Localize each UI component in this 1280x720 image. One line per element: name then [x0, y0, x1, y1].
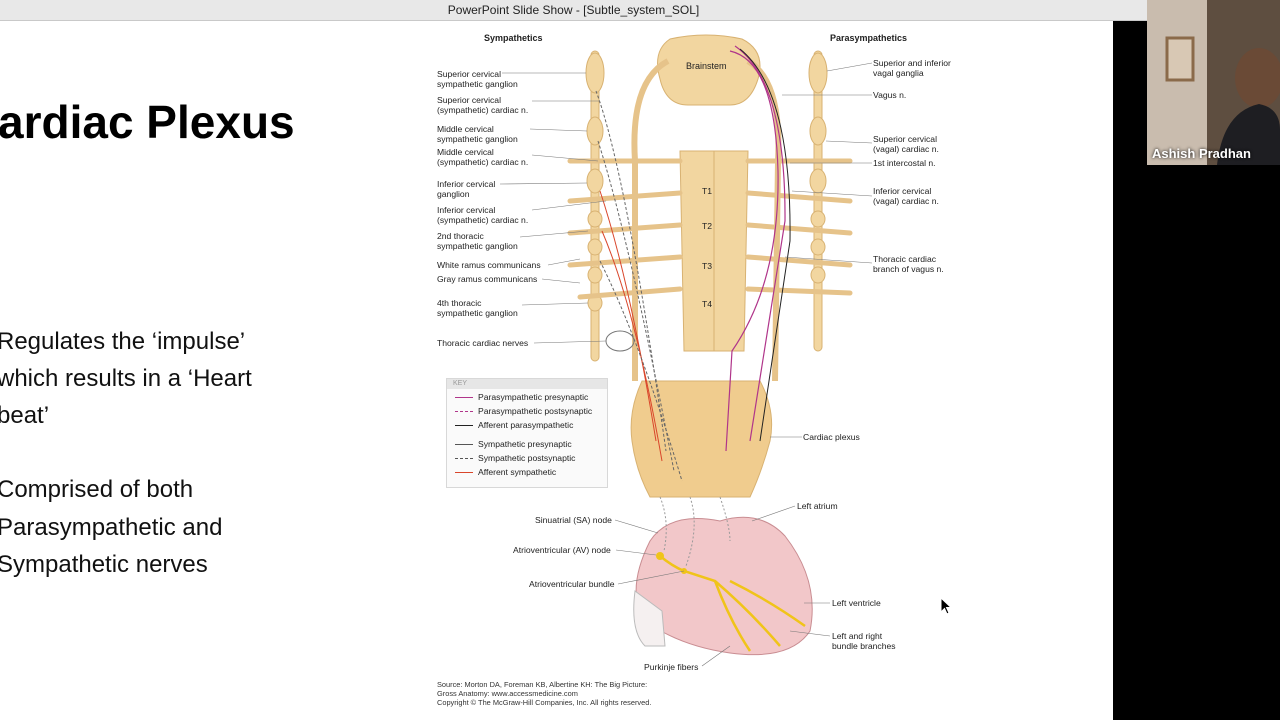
figure-label: Middle cervical(sympathetic) cardiac n. [437, 147, 529, 167]
av-node-label: Atrioventricular (AV) node [513, 545, 611, 555]
anatomy-illustration [499, 34, 873, 667]
figure-label: White ramus communicans [437, 260, 541, 270]
parasympathetics-header: Parasympathetics [830, 33, 908, 43]
av-bundle-label: Atrioventricular bundle [529, 579, 615, 589]
purkinje-label: Purkinje fibers [644, 662, 699, 672]
sympathetics-header: Sympathetics [484, 33, 543, 43]
key-line-swatch [455, 443, 473, 445]
t4-label: T4 [702, 299, 713, 309]
figure-label: Inferior cervical(sympathetic) cardiac n… [437, 205, 529, 225]
participant-video-feed [1147, 0, 1280, 165]
bullet-line: beat’ [0, 402, 50, 429]
key-item: Afferent sympathetic [455, 467, 556, 477]
key-title: KEY [447, 379, 607, 389]
sa-node-label: Sinuatrial (SA) node [535, 515, 612, 525]
t2-label: T2 [702, 221, 713, 231]
slide-canvas[interactable]: ardiac Plexus Regulates the ‘impulse’ wh… [0, 21, 1113, 720]
t1-label: T1 [702, 186, 713, 196]
figure-label: Vagus n. [873, 90, 907, 100]
figure-label: Gray ramus communicans [437, 274, 538, 284]
window-title: PowerPoint Slide Show - [Subtle_system_S… [447, 3, 700, 17]
bullet-line: Parasympathetic and [0, 514, 223, 541]
slide-title: ardiac Plexus [0, 96, 295, 148]
key-item: Sympathetic postsynaptic [455, 453, 575, 463]
figure-label: 1st intercostal n. [873, 158, 936, 168]
left-ventricle-label: Left ventricle [832, 598, 881, 608]
figure-label: Superior cervical(vagal) cardiac n. [873, 134, 939, 154]
figure-source: Source: Morton DA, Foreman KB, Albertine… [437, 680, 652, 707]
bullet-line: Sympathetic nerves [0, 551, 208, 578]
figure-label: Superior cervical(sympathetic) cardiac n… [437, 95, 529, 115]
key-line-swatch [455, 410, 473, 412]
figure-label: Thoracic cardiac nerves [437, 338, 529, 348]
key-line-swatch [455, 424, 473, 426]
left-atrium-label: Left atrium [797, 501, 838, 511]
key-item: Parasympathetic postsynaptic [455, 406, 592, 416]
key-item: Afferent parasympathetic [455, 420, 573, 430]
t3-label: T3 [702, 261, 713, 271]
brainstem-label: Brainstem [686, 61, 727, 71]
participant-video-tile[interactable]: Ashish Pradhan [1147, 0, 1280, 165]
mouse-cursor-icon [940, 596, 953, 621]
key-item: Parasympathetic presynaptic [455, 392, 588, 402]
cardiac-plexus-label: Cardiac plexus [803, 432, 860, 442]
window-titlebar: PowerPoint Slide Show - [Subtle_system_S… [0, 0, 1147, 21]
key-item: Sympathetic presynaptic [455, 439, 572, 449]
key-line-swatch [455, 457, 473, 459]
key-line-swatch [455, 471, 473, 473]
figure-label: Inferior cervical(vagal) cardiac n. [873, 186, 939, 206]
participant-name: Ashish Pradhan [1152, 146, 1251, 161]
key-line-swatch [455, 396, 473, 398]
cardiac-plexus-figure: Sympathetics Parasympathetics Brainstem … [430, 21, 970, 720]
bullet-line: Comprised of both [0, 476, 194, 503]
bullet-line: which results in a ‘Heart [0, 365, 252, 392]
figure-key: KEY Parasympathetic presynaptic Parasymp… [446, 378, 608, 488]
bullet-line: Regulates the ‘impulse’ [0, 328, 246, 355]
